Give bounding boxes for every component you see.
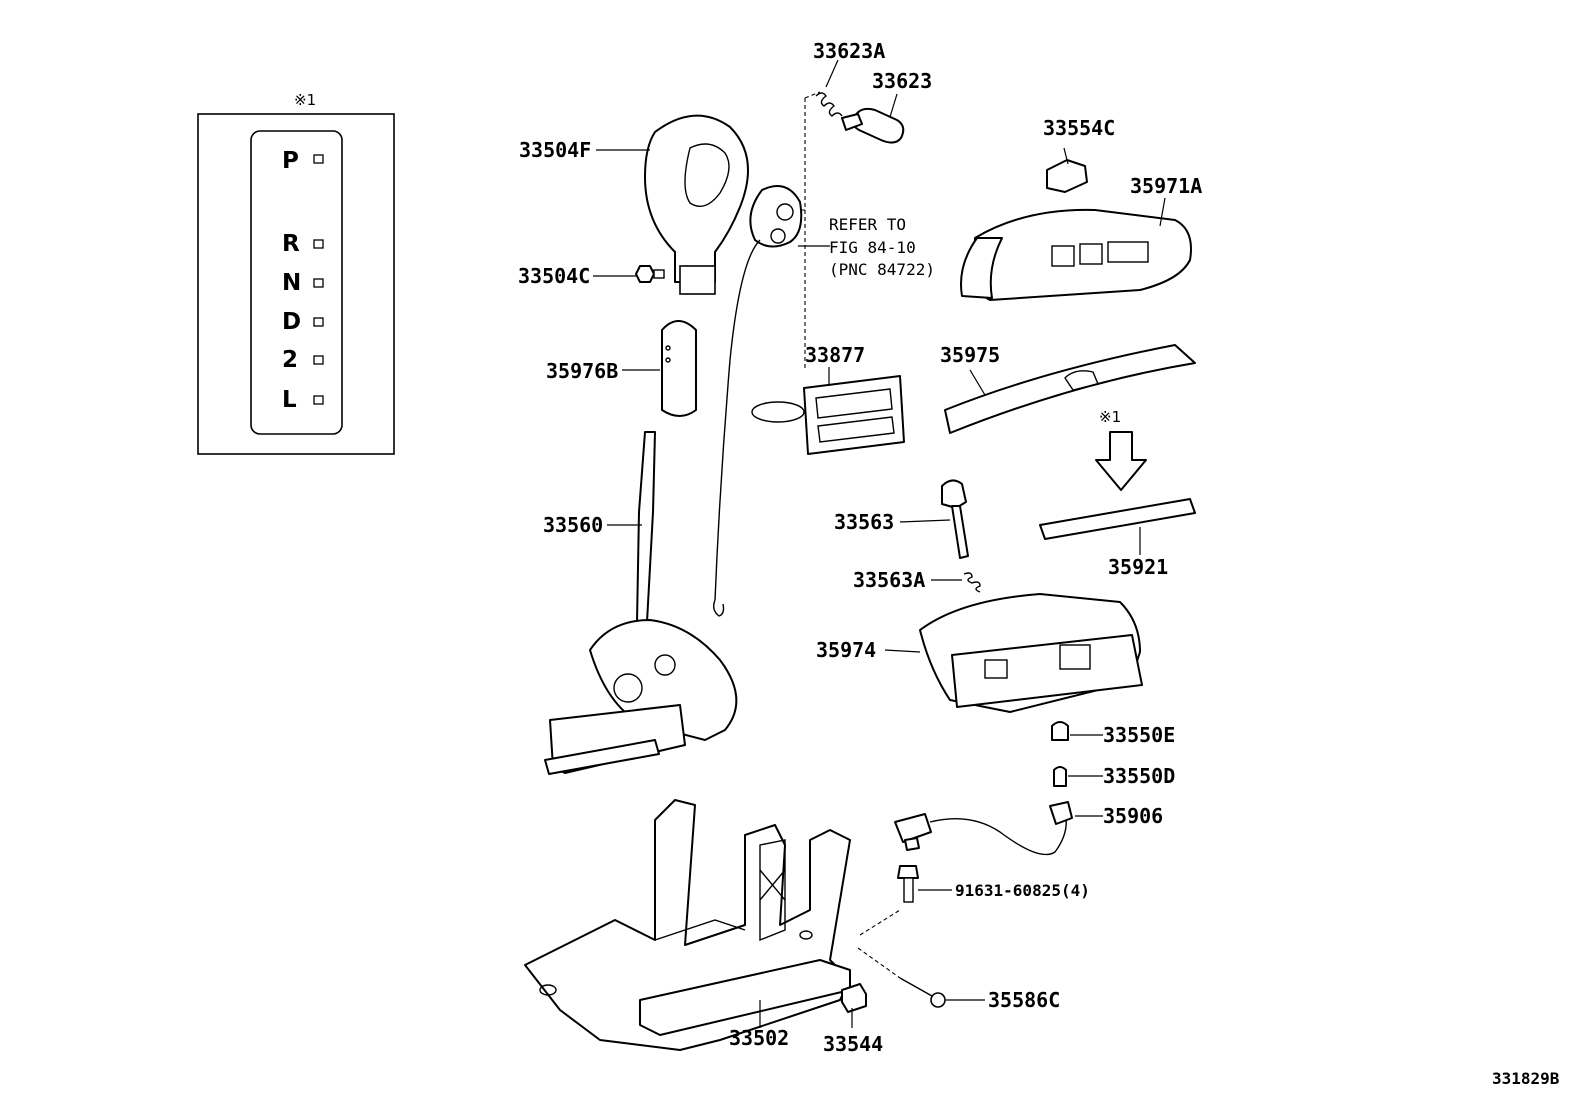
part-91631-bolt	[897, 865, 952, 903]
part-33563-lock-lever	[899, 479, 969, 559]
part-33550E-bulb	[1051, 721, 1103, 741]
label-91631: 91631-60825(4)	[955, 881, 1090, 900]
arrow-note-mark: ※1	[1099, 408, 1121, 426]
part-33544-nut	[841, 983, 867, 1028]
gear-letter-2: 2	[282, 347, 298, 373]
label-33563: 33563	[834, 510, 894, 534]
label-33623A: 33623A	[813, 39, 885, 63]
label-35976B: 35976B	[546, 359, 618, 383]
label-35921: 35921	[1108, 555, 1168, 579]
shift-indicator-inset: ※1 P R N D 2 L	[197, 91, 395, 455]
label-35974: 35974	[816, 638, 876, 662]
label-35971A: 35971A	[1130, 174, 1202, 198]
lamp-p	[313, 154, 324, 164]
label-33563A: 33563A	[853, 568, 925, 592]
part-33877-label	[751, 367, 905, 455]
label-33502: 33502	[729, 1026, 789, 1050]
refer-line-1: REFER TO	[829, 215, 906, 234]
gear-letter-r: R	[282, 231, 300, 257]
part-33504C-screw	[593, 265, 665, 283]
label-35975: 35975	[940, 343, 1000, 367]
label-33504F: 33504F	[519, 138, 591, 162]
gear-letter-l: L	[282, 387, 297, 413]
lamp-2	[313, 355, 324, 365]
part-33502-bracket	[524, 799, 901, 1051]
label-33554C: 33554C	[1043, 116, 1115, 140]
gear-letter-n: N	[282, 270, 301, 296]
refer-line-2: FIG 84-10	[829, 238, 916, 257]
figure-id: 331829B	[1492, 1069, 1560, 1088]
part-lamp-socket-wire	[712, 185, 830, 617]
label-33550E: 33550E	[1103, 723, 1175, 747]
inset-note-mark: ※1	[294, 91, 316, 109]
label-35906: 35906	[1103, 804, 1163, 828]
part-33550D-bulb	[1053, 766, 1103, 787]
part-33623-bulb	[790, 59, 905, 368]
label-33560: 33560	[543, 513, 603, 537]
gear-position-lamps	[313, 154, 324, 405]
label-35586C: 35586C	[988, 988, 1060, 1012]
label-33623: 33623	[872, 69, 932, 93]
part-33563A-spring	[931, 572, 981, 593]
gear-letter-d: D	[282, 309, 301, 335]
part-35971A-housing	[960, 197, 1192, 301]
label-33544: 33544	[823, 1032, 883, 1056]
label-33877: 33877	[805, 343, 865, 367]
part-35974-base	[884, 593, 1143, 713]
gear-letters: P R N D 2 L	[282, 148, 301, 413]
lamp-n	[313, 278, 324, 288]
part-35906-wire	[894, 801, 1103, 856]
part-35921-plate: ※1	[1039, 408, 1196, 555]
part-35975-cover	[944, 344, 1196, 434]
refer-line-3: (PNC 84722)	[829, 260, 935, 279]
lamp-l	[313, 395, 324, 405]
part-35586C-pin	[857, 947, 985, 1008]
part-35976B-sleeve	[622, 320, 697, 417]
refer-note: REFER TO FIG 84-10 (PNC 84722)	[829, 215, 935, 279]
lamp-r	[313, 239, 324, 249]
lamp-d	[313, 317, 324, 327]
part-33554C-clip	[1046, 147, 1088, 193]
label-33504C: 33504C	[518, 264, 590, 288]
label-33550D: 33550D	[1103, 764, 1175, 788]
part-33560-shift-lever	[544, 431, 738, 775]
gear-letter-p: P	[282, 148, 299, 174]
part-33504F-shift-knob	[596, 114, 749, 295]
